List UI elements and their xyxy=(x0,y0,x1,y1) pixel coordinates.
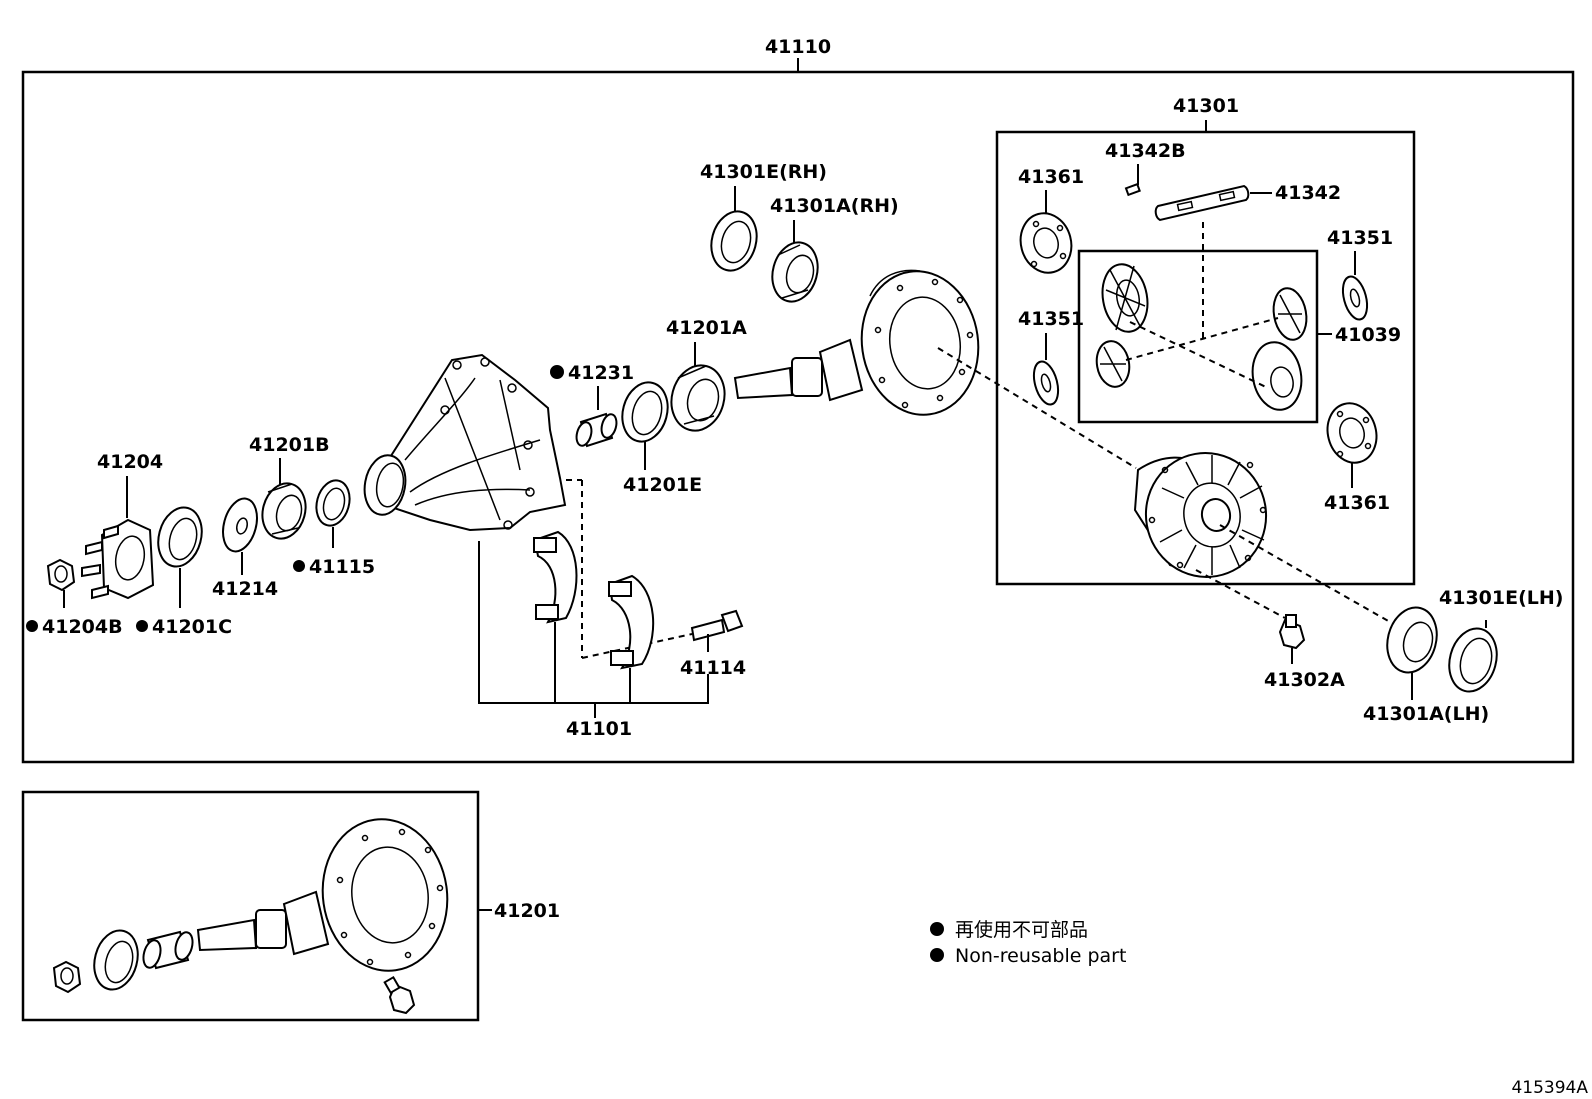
rear-pinion-bearing-41201A[interactable] xyxy=(664,359,731,436)
pin-41342B[interactable] xyxy=(1124,164,1141,197)
label-41110[interactable]: 41110 xyxy=(765,36,831,58)
pinion-washer-41351-right[interactable] xyxy=(1339,274,1372,322)
side-bearing-race-41301E-LH[interactable] xyxy=(1443,623,1504,697)
label-41231[interactable]: 41231 xyxy=(568,362,634,384)
cap-bolt-41114[interactable] xyxy=(690,609,744,642)
pinion-washer-41351-left[interactable] xyxy=(1030,359,1063,407)
label-41301[interactable]: 41301 xyxy=(1173,95,1239,117)
carrier-housing-41101[interactable] xyxy=(360,353,567,532)
label-41342[interactable]: 41342 xyxy=(1275,182,1341,204)
gear-set-frame-41039 xyxy=(1077,249,1319,424)
label-41101[interactable]: 41101 xyxy=(566,718,632,740)
side-gear-upper[interactable] xyxy=(1097,261,1152,336)
flange-nut-41204B[interactable] xyxy=(46,558,76,592)
gear-kit-frame-41201 xyxy=(21,790,480,1022)
label-41301E-RH[interactable]: 41301E(RH) xyxy=(700,161,827,183)
shim-41115[interactable] xyxy=(312,477,355,530)
label-41201C[interactable]: 41201C xyxy=(152,616,232,638)
bearing-cap-right[interactable] xyxy=(608,574,655,670)
oil-slinger-41214[interactable] xyxy=(218,495,263,555)
pinion-gear-left[interactable] xyxy=(1093,339,1133,390)
label-41115[interactable]: 41115 xyxy=(309,556,375,578)
label-41301A-RH[interactable]: 41301A(RH) xyxy=(770,195,899,217)
thrust-washer-41361-bottom[interactable] xyxy=(1321,398,1383,468)
pinion-gear-right[interactable] xyxy=(1270,286,1311,343)
front-pinion-bearing-41201B[interactable] xyxy=(256,479,311,544)
kit-spacer[interactable] xyxy=(141,930,196,970)
thrust-washer-41361-top[interactable] xyxy=(1014,208,1078,279)
side-bearing-41301A-RH[interactable] xyxy=(766,237,824,306)
label-41201[interactable]: 41201 xyxy=(494,900,560,922)
label-41302A[interactable]: 41302A xyxy=(1264,669,1345,691)
differential-case[interactable] xyxy=(1133,444,1276,587)
legend-bullet-1 xyxy=(930,922,944,936)
ring-gear-and-pinion[interactable] xyxy=(733,264,987,423)
label-41214[interactable]: 41214 xyxy=(212,578,278,600)
label-41361-top[interactable]: 41361 xyxy=(1018,166,1084,188)
label-41201A[interactable]: 41201A xyxy=(666,317,747,339)
legend-bullet-2 xyxy=(930,948,944,962)
side-gear-lower[interactable] xyxy=(1247,338,1306,413)
ring-gear-bolt-41302A[interactable] xyxy=(1278,614,1306,650)
label-41361-bottom[interactable]: 41361 xyxy=(1324,492,1390,514)
shaft-41342[interactable] xyxy=(1154,184,1250,222)
companion-flange-41204[interactable] xyxy=(81,518,155,600)
label-41351-right[interactable]: 41351 xyxy=(1327,227,1393,249)
pinion-bearing-race-41201E[interactable] xyxy=(616,377,674,446)
collapsible-spacer-41231[interactable] xyxy=(574,412,619,448)
label-41301A-LH[interactable]: 41301A(LH) xyxy=(1363,703,1489,725)
kit-seal[interactable] xyxy=(88,926,144,995)
label-41351-left[interactable]: 41351 xyxy=(1018,308,1084,330)
label-41201B[interactable]: 41201B xyxy=(249,434,330,456)
legend: 再使用不可部品 Non-reusable part xyxy=(930,919,1126,967)
legend-line-en: Non-reusable part xyxy=(955,945,1126,967)
kit-nut[interactable] xyxy=(52,960,82,994)
kit-ring-gear-and-pinion[interactable] xyxy=(196,811,457,979)
label-41204B[interactable]: 41204B xyxy=(42,616,123,638)
label-41114[interactable]: 41114 xyxy=(680,657,746,679)
label-41039[interactable]: 41039 xyxy=(1335,324,1401,346)
oil-seal-41201C[interactable] xyxy=(152,503,208,572)
label-41204[interactable]: 41204 xyxy=(97,451,163,473)
side-bearing-41301A-LH[interactable] xyxy=(1380,602,1443,678)
label-41342B[interactable]: 41342B xyxy=(1105,140,1186,162)
drawing-code: 415394A xyxy=(1511,1078,1588,1098)
label-41301E-LH[interactable]: 41301E(LH) xyxy=(1439,587,1563,609)
side-bearing-race-41301E-RH[interactable] xyxy=(705,206,763,275)
legend-line-jp: 再使用不可部品 xyxy=(955,919,1088,941)
kit-bolt[interactable] xyxy=(383,975,416,1015)
label-41201E[interactable]: 41201E xyxy=(623,474,702,496)
bearing-cap-left[interactable] xyxy=(533,530,578,624)
